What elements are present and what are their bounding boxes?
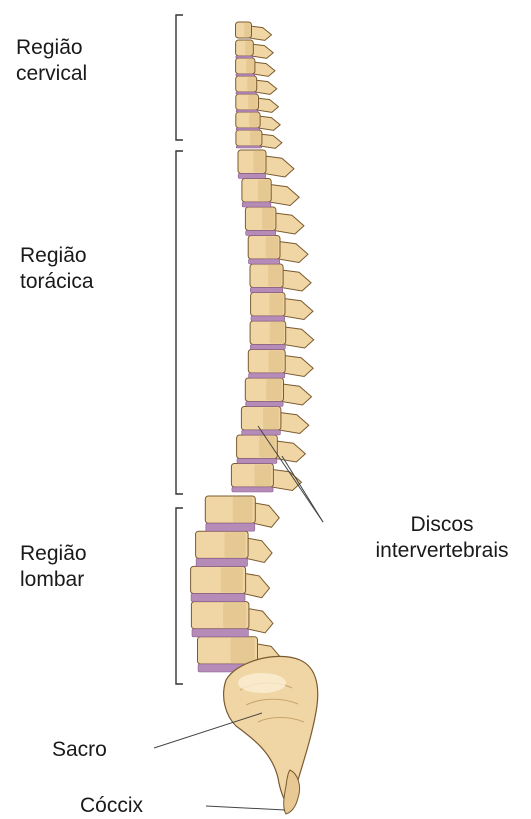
lumbar-spinous-process-4 (247, 608, 273, 632)
thoracic-vertebra-shade-10 (263, 408, 279, 430)
lumbar-vertebra-shade-1 (233, 497, 253, 522)
thoracic-spinous-process-5 (281, 270, 311, 291)
cervical-vertebra-shade-6 (249, 113, 259, 127)
bracket-lombar (176, 508, 183, 684)
cervical-spinous-process-1 (250, 26, 272, 40)
label-regiao-toracica-line1: Região (20, 243, 94, 269)
label-sacro: Sacro (52, 737, 107, 763)
thoracic-disc-3 (246, 231, 276, 236)
cervical-spinous-process-4 (255, 80, 277, 94)
thoracic-disc-11 (237, 459, 277, 464)
thoracic-disc-4 (249, 259, 280, 264)
thoracic-vertebra-shade-7 (270, 322, 284, 344)
sacrum (224, 656, 318, 806)
lumbar-vertebra-shade-5 (231, 638, 255, 663)
cervical-vertebra-shade-7 (250, 131, 260, 145)
thoracic-vertebra-shade-1 (253, 151, 264, 173)
thoracic-spinous-process-2 (269, 184, 299, 205)
cervical-disc-3 (236, 74, 255, 76)
cervical-vertebra-shade-4 (247, 77, 255, 91)
bracket-toracica (176, 151, 183, 494)
thoracic-disc-1 (238, 174, 265, 179)
thoracic-spinous-process-3 (274, 213, 304, 234)
lumbar-spinous-process-2 (246, 538, 272, 562)
thoracic-disc-2 (242, 202, 271, 207)
cervical-disc-5 (236, 110, 258, 112)
thoracic-spinous-process-8 (283, 355, 313, 376)
label-regiao-lombar-line2: lombar (20, 567, 87, 593)
label-discos-line2: intervertebrais (356, 538, 528, 564)
thoracic-vertebra-shade-12 (255, 465, 272, 487)
cervical-spinous-process-3 (253, 62, 275, 76)
label-regiao-toracica: Região torácica (20, 243, 94, 295)
cervical-spinous-process-5 (256, 98, 278, 112)
label-regiao-lombar: Região lombar (20, 541, 87, 593)
lumbar-disc-2 (196, 558, 247, 566)
cervical-spinous-process-6 (258, 116, 280, 130)
cervical-vertebra-shade-5 (248, 95, 257, 109)
cervical-spinous-process-2 (251, 44, 273, 58)
thoracic-spinous-process-10 (279, 412, 309, 433)
cervical-vertebra-shade-3 (246, 59, 254, 73)
cervical-disc-6 (236, 128, 260, 130)
label-regiao-cervical-line2: cervical (16, 61, 87, 87)
lumbar-vertebra-shade-2 (225, 532, 246, 557)
thoracic-spinous-process-1 (264, 156, 294, 177)
leader-coccix (206, 806, 285, 810)
cervical-vertebra-shade-1 (244, 23, 250, 37)
lumbar-vertebra-shade-3 (221, 567, 243, 592)
lumbar-disc-4 (192, 629, 248, 637)
thoracic-spinous-process-4 (278, 241, 308, 262)
lumbar-disc-3 (191, 594, 245, 602)
thoracic-disc-6 (251, 316, 285, 321)
lumbar-vertebra-shade-4 (223, 603, 246, 628)
cervical-spinous-process-7 (260, 134, 282, 148)
thoracic-vertebra-shade-4 (266, 237, 279, 259)
thoracic-vertebra-shade-9 (266, 379, 281, 401)
lumbar-spinous-process-1 (253, 503, 279, 527)
thoracic-disc-5 (250, 288, 282, 293)
label-regiao-lombar-line1: Região (20, 541, 87, 567)
label-regiao-toracica-line2: torácica (20, 269, 94, 295)
label-discos-intervertebrais: Discos intervertebrais (356, 512, 528, 564)
cervical-vertebra-shade-2 (245, 41, 252, 55)
label-regiao-cervical-line1: Região (16, 35, 87, 61)
thoracic-disc-12 (232, 487, 273, 492)
lumbar-disc-1 (206, 523, 255, 531)
lumbar-spinous-process-3 (244, 573, 270, 597)
thoracic-vertebra-shade-3 (262, 208, 274, 230)
thoracic-vertebra-shade-5 (268, 265, 281, 287)
label-coccix: Cóccix (80, 793, 143, 819)
thoracic-spinous-process-6 (283, 298, 313, 319)
cervical-disc-7 (236, 146, 262, 148)
cervical-disc-2 (236, 56, 253, 58)
label-regiao-cervical: Região cervical (16, 35, 87, 87)
thoracic-spinous-process-9 (281, 384, 311, 405)
bracket-cervical (176, 15, 183, 140)
cervical-disc-4 (236, 92, 257, 94)
thoracic-vertebra-shade-6 (270, 294, 284, 316)
label-discos-line1: Discos (356, 512, 528, 538)
thoracic-disc-8 (249, 373, 285, 378)
thoracic-spinous-process-7 (284, 327, 314, 348)
thoracic-disc-7 (250, 345, 285, 350)
thoracic-vertebra-shade-2 (258, 180, 270, 202)
thoracic-vertebra-shade-8 (269, 351, 284, 373)
thoracic-disc-9 (246, 402, 283, 407)
